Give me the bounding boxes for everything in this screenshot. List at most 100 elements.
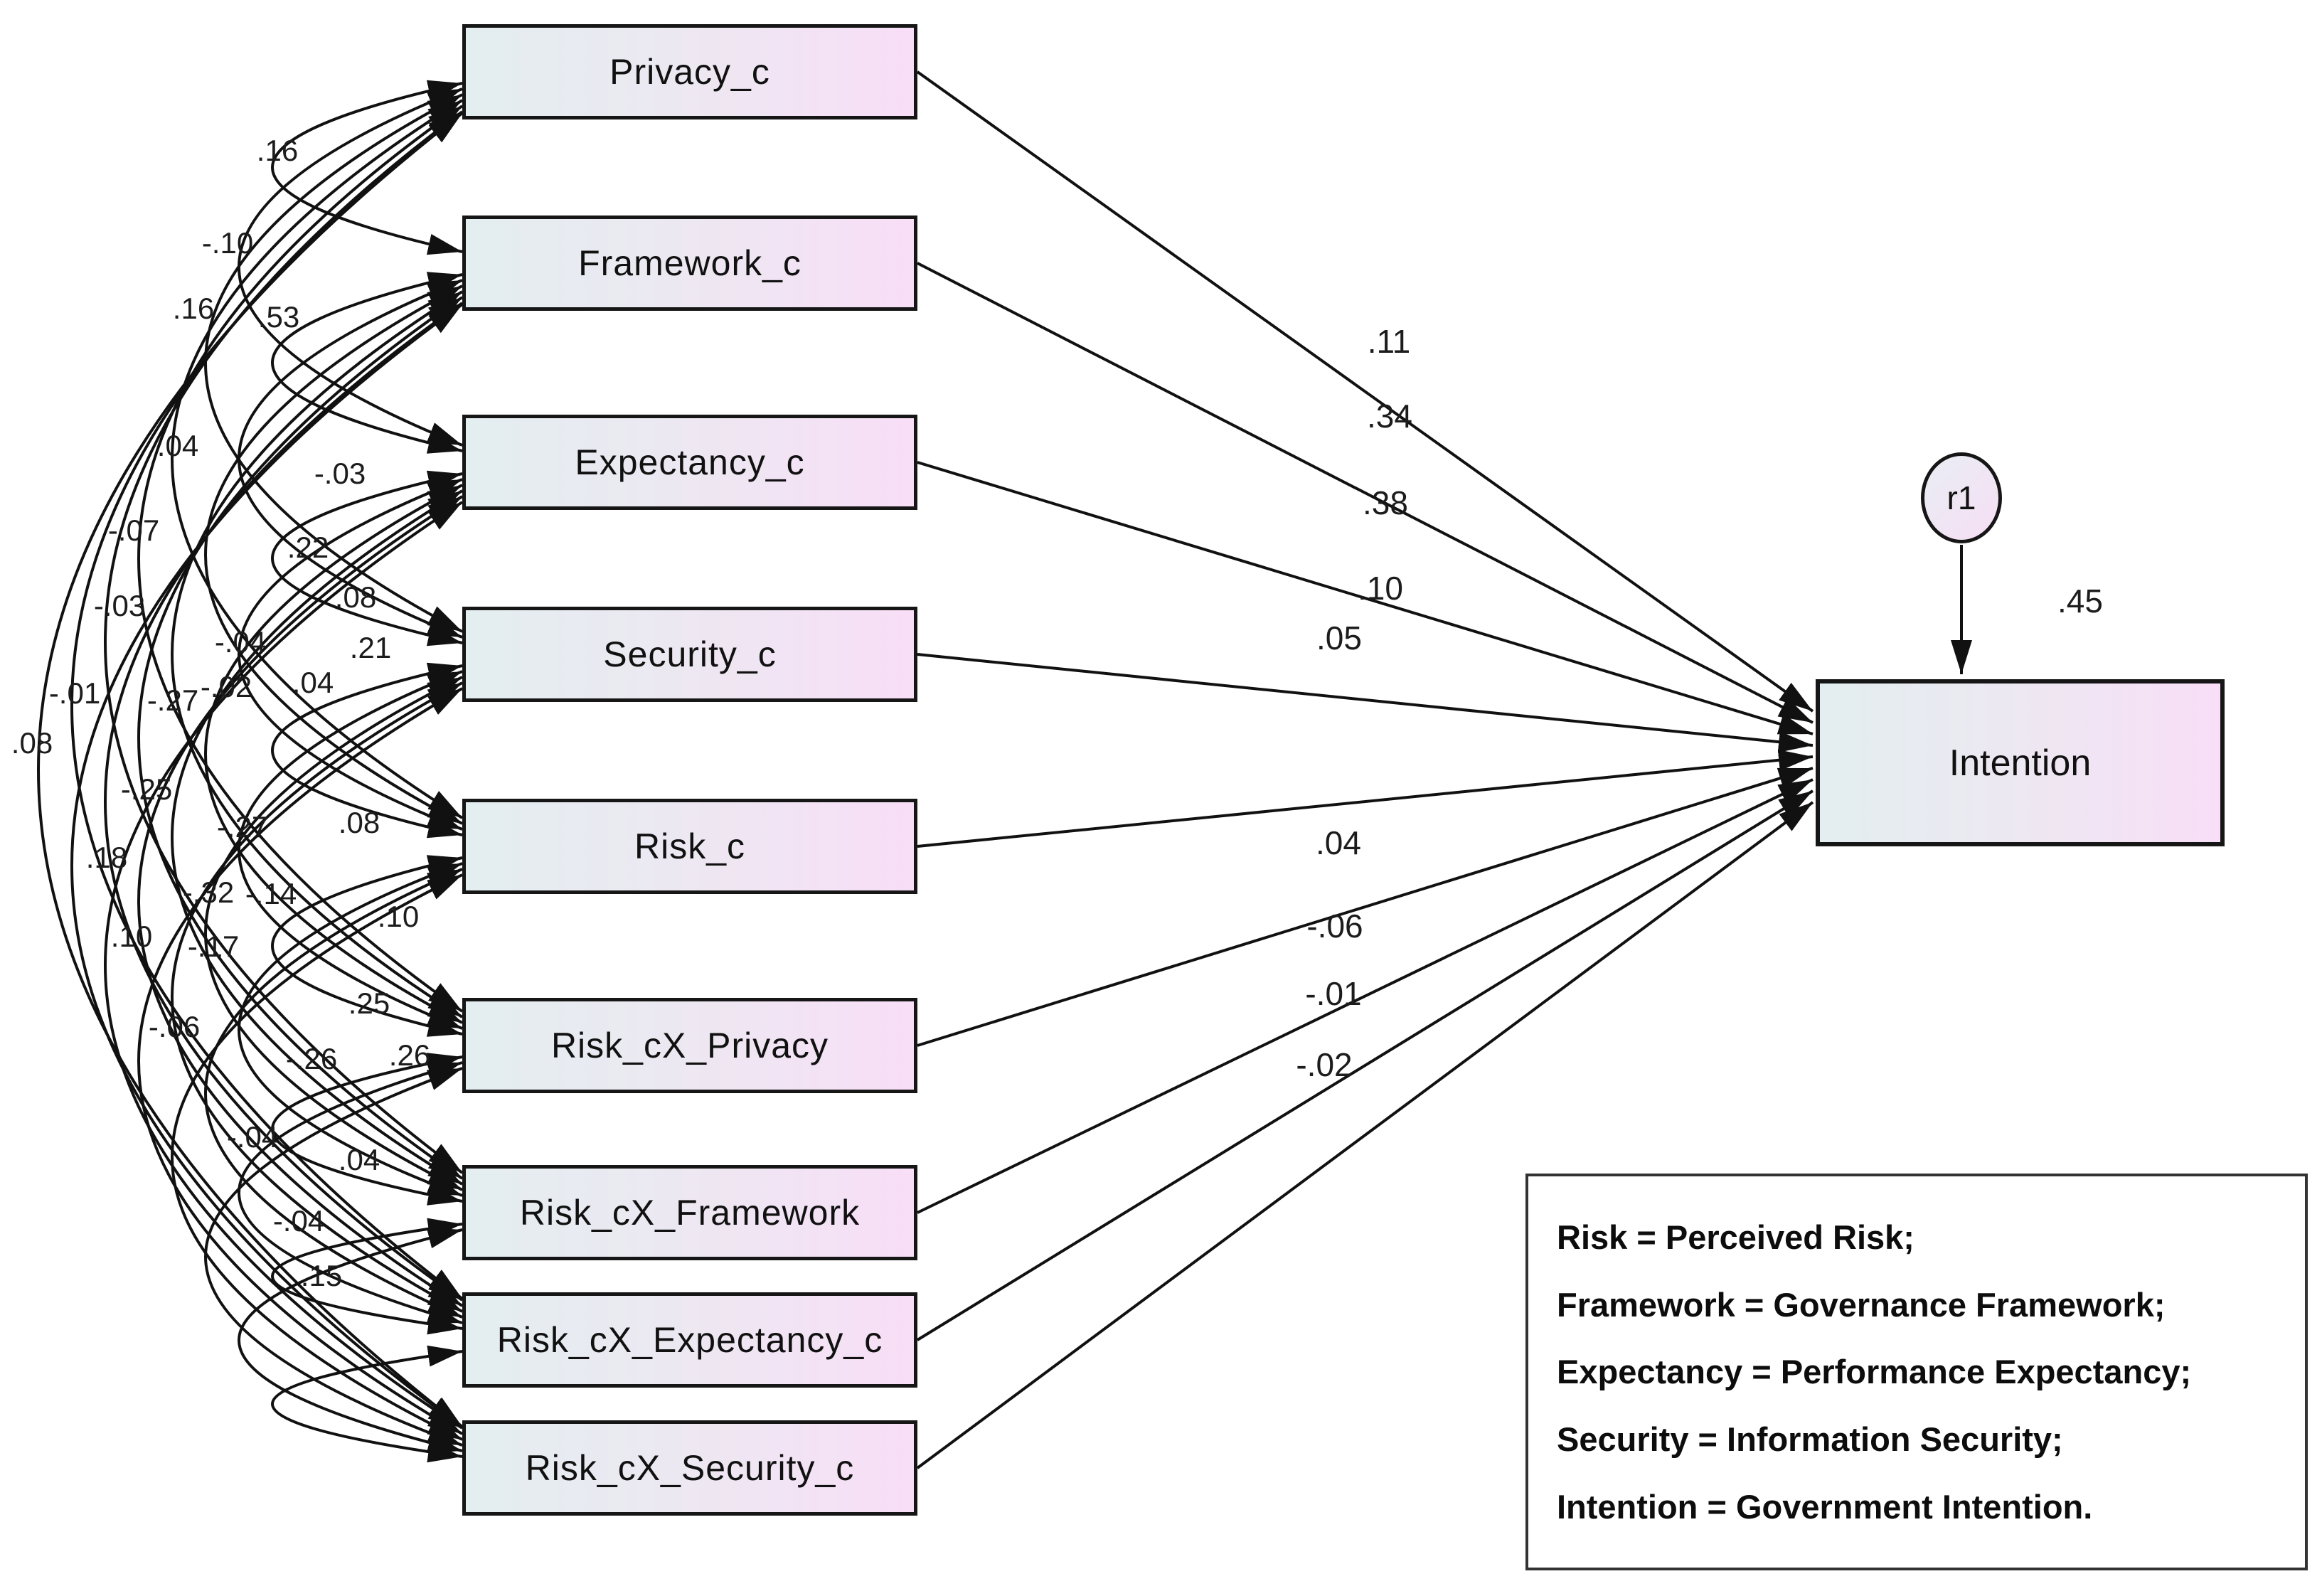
- covariance-arc: [171, 873, 463, 1441]
- path-arrow: [917, 767, 1814, 1047]
- covariance-value-label: .10: [377, 900, 420, 933]
- covariance-value-label: .04: [156, 429, 199, 462]
- predictor-label: Privacy_c: [609, 52, 770, 92]
- covariance-value-label: -.04: [214, 625, 267, 659]
- covariance-arc: [104, 302, 464, 1302]
- covariance-arc: [271, 470, 463, 647]
- predictor-box: Risk_cX_Security_c: [462, 1420, 917, 1516]
- path-arrow: [917, 749, 1814, 848]
- path-arrow: [917, 262, 1814, 724]
- covariance-arc: [238, 862, 463, 1197]
- covariance-value-label: .21: [349, 631, 392, 664]
- covariance-value-label: -.14: [245, 877, 297, 910]
- predictor-box: Risk_cX_Privacy: [462, 998, 917, 1093]
- path-coefficient-label: -.02: [1296, 1046, 1353, 1083]
- path-arrows: [916, 70, 1972, 1469]
- covariance-arc: [238, 1061, 463, 1324]
- covariance-arc: [204, 868, 463, 1319]
- path-arrow: [917, 653, 1814, 753]
- covariance-value-label: -.25: [120, 772, 173, 806]
- predictor-label: Risk_cX_Expectancy_c: [496, 1320, 883, 1360]
- r-squared-label: .45: [2057, 582, 2103, 619]
- predictor-box: Risk_c: [462, 799, 917, 894]
- covariance-arc: [271, 80, 463, 255]
- r1-label: r1: [1946, 479, 1976, 516]
- covariance-arc: [204, 284, 463, 825]
- covariance-value-label: .04: [338, 1143, 380, 1176]
- predictor-label: Framework_c: [578, 243, 801, 283]
- covariance-arc: [104, 501, 464, 1430]
- covariance-value-label: -.26: [285, 1042, 338, 1075]
- path-coefficient-label: .10: [1358, 570, 1403, 607]
- covariance-value-label: .08: [338, 806, 380, 839]
- covariance-arc: [171, 681, 463, 1313]
- covariance-value-label: .16: [172, 292, 215, 325]
- legend-line: Framework = Governance Framework;: [1557, 1285, 2166, 1324]
- covariance-arc: [271, 662, 463, 839]
- covariance-value-label: .08: [11, 726, 53, 760]
- path-coefficient-label: -.01: [1305, 975, 1362, 1012]
- covariance-arcs: [37, 80, 464, 1463]
- covariance-value-label: -.04: [272, 1204, 325, 1238]
- predictor-label: Expectancy_c: [575, 442, 805, 482]
- legend-line: Intention = Government Intention.: [1557, 1488, 2093, 1526]
- covariance-value-label: -.10: [201, 226, 254, 260]
- covariance-arc: [204, 484, 463, 1024]
- covariance-value-label: .10: [110, 920, 153, 953]
- intention-box: Intention: [1816, 679, 2225, 846]
- predictor-label: Risk_cX_Privacy: [550, 1026, 829, 1065]
- predictor-label: Risk_cX_Framework: [519, 1193, 861, 1233]
- covariance-value-label: .16: [256, 134, 299, 167]
- legend-line: Security = Information Security;: [1557, 1420, 2063, 1459]
- predictor-box: Framework_c: [462, 216, 917, 311]
- path-coefficient-label: .34: [1367, 398, 1412, 435]
- covariance-arc: [271, 1053, 463, 1206]
- path-coefficient-label: -.06: [1306, 908, 1363, 945]
- covariance-value-label: -.04: [226, 1120, 279, 1154]
- covariance-value-label: -.27: [147, 683, 199, 717]
- covariance-arc: [238, 670, 463, 1030]
- covariance-arc: [37, 112, 464, 1428]
- predictor-label: Risk_cX_Security_c: [525, 1448, 855, 1488]
- legend-line: Risk = Perceived Risk;: [1557, 1218, 1914, 1256]
- covariance-value-label: -.07: [107, 514, 160, 547]
- covariance-arc: [271, 272, 463, 454]
- covariance-arc: [171, 489, 464, 1186]
- predictor-label: Security_c: [603, 634, 777, 674]
- predictor-box: Privacy_c: [462, 24, 917, 119]
- predictor-box: Risk_cX_Framework: [462, 1165, 917, 1260]
- covariance-value-label: .25: [348, 986, 390, 1020]
- covariance-arc: [137, 687, 463, 1435]
- path-arrow: [916, 70, 1814, 713]
- legend-line: Expectancy = Performance Expectancy;: [1557, 1353, 2192, 1391]
- covariance-value-label: -.06: [148, 1010, 201, 1043]
- covariance-value-label: -.27: [216, 810, 269, 844]
- covariance-value-label: -.01: [48, 676, 101, 710]
- covariance-arc: [271, 855, 463, 1037]
- path-arrow: [916, 789, 1814, 1341]
- path-coefficient-label: .05: [1316, 619, 1362, 656]
- covariance-value-label: -.03: [93, 589, 146, 622]
- intention-label: Intention: [1949, 742, 2092, 784]
- covariance-value-label: .08: [334, 580, 377, 614]
- covariance-value-label: -.02: [200, 670, 252, 703]
- covariance-arc: [137, 105, 464, 1013]
- path-coefficient-label: .38: [1363, 484, 1408, 521]
- path-coefficient-label: .04: [1316, 824, 1361, 861]
- covariance-value-label: .26: [388, 1038, 431, 1072]
- path-arrow: [916, 801, 1814, 1469]
- covariance-arc: [171, 290, 464, 1018]
- path-arrow: [917, 778, 1814, 1214]
- predictor-box: Expectancy_c: [462, 415, 917, 510]
- legend-box: Risk = Perceived Risk; Framework = Govern…: [1525, 1174, 2308, 1570]
- covariance-arc: [204, 676, 463, 1191]
- covariance-arc: [137, 296, 464, 1180]
- covariance-arc: [137, 495, 464, 1307]
- covariance-value-label: .04: [292, 666, 334, 699]
- covariance-arc: [271, 1218, 463, 1335]
- covariance-value-label: -.32: [182, 876, 235, 909]
- covariance-arc: [70, 303, 464, 1428]
- path-arrow: [917, 461, 1814, 735]
